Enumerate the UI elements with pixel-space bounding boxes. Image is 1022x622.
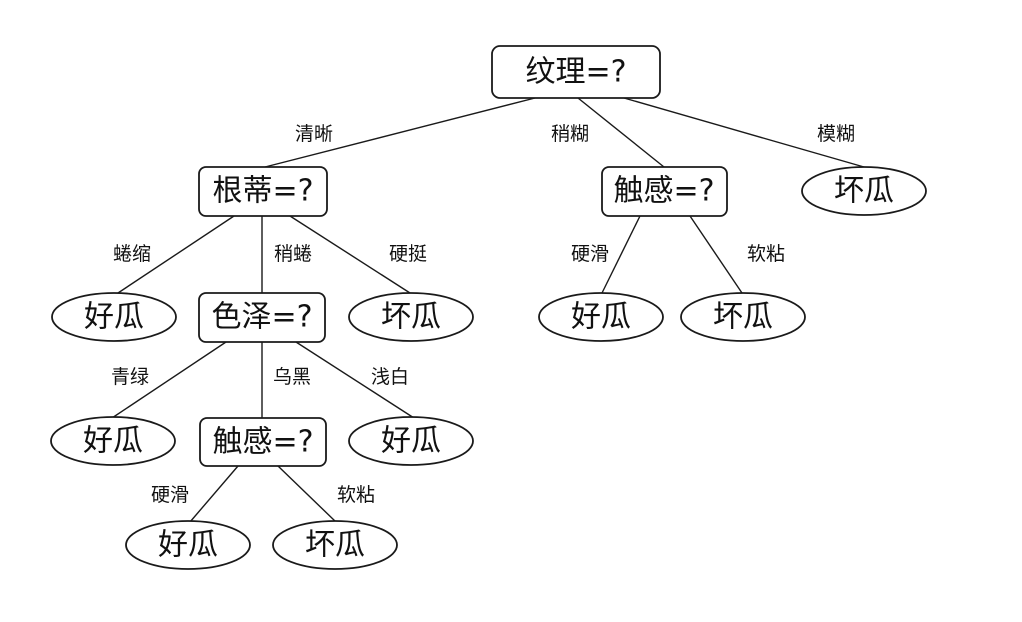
edge-sezhe-qianbai [295,341,415,419]
edge-label-ruannian-2: 软粘 [337,484,375,506]
edge-label-wuhei: 乌黑 [273,366,311,388]
leaf-ruannian-1: 坏瓜 [680,292,806,342]
edge-root-chugan [577,97,665,168]
leaf-yinghua-1-label: 好瓜 [571,300,631,335]
leaf-nodes: 坏瓜 好瓜 坏瓜 好瓜 坏瓜 好瓜 好瓜 好瓜 [50,166,927,570]
node-chugan-1: 触感=? [601,166,728,217]
node-wenli-label: 纹理=? [525,55,626,90]
leaf-yingting-label: 坏瓜 [381,300,441,335]
leaf-yinghua-2: 好瓜 [125,520,251,570]
node-sezhe: 色泽=? [198,292,326,343]
node-chugan-2: 触感=? [199,417,327,467]
leaf-yingting: 坏瓜 [348,292,474,342]
tree-edges [111,97,865,523]
edge-chugan2-ruannian [277,465,337,523]
edge-label-ruannian-1: 软粘 [747,243,785,265]
edge-root-gendi [264,97,536,168]
node-gendi: 根蒂=? [198,166,328,217]
leaf-ruannian-2-label: 坏瓜 [305,528,365,563]
leaf-mohu: 坏瓜 [801,166,927,216]
edge-label-yinghua-2: 硬滑 [151,484,189,506]
edge-root-mohu [623,97,865,168]
edge-label-qianbai: 浅白 [371,366,409,388]
leaf-quansuo: 好瓜 [51,292,177,342]
edge-chugan1-yinghua [601,215,641,294]
node-gendi-label: 根蒂=? [212,174,313,209]
edge-gendi-yingting [289,215,411,294]
leaf-mohu-label: 坏瓜 [834,174,894,209]
node-chugan-1-label: 触感=? [613,174,714,209]
edge-labels: 清晰 稍糊 模糊 蜷缩 稍蜷 硬挺 硬滑 软粘 青绿 乌黑 浅白 硬滑 软粘 [111,123,855,506]
edge-label-yingting: 硬挺 [389,243,427,265]
leaf-yinghua-1: 好瓜 [538,292,664,342]
leaf-qianbai-label: 好瓜 [381,424,441,459]
edge-label-quansuo: 蜷缩 [113,243,151,265]
leaf-yinghua-2-label: 好瓜 [158,528,218,563]
leaf-qianbai: 好瓜 [348,416,474,466]
leaf-ruannian-1-label: 坏瓜 [713,300,773,335]
edge-chugan1-ruannian [689,215,743,294]
edge-chugan2-yinghua [189,465,239,523]
leaf-qinglv: 好瓜 [50,416,176,466]
edge-label-yinghua-1: 硬滑 [571,243,609,265]
leaf-qinglv-label: 好瓜 [83,424,143,459]
node-chugan-2-label: 触感=? [212,425,313,460]
leaf-ruannian-2: 坏瓜 [272,520,398,570]
edge-label-shaoquan: 稍蜷 [274,243,312,265]
edge-label-shaohu: 稍糊 [551,123,589,145]
edge-label-mohu: 模糊 [817,123,855,145]
edge-label-qinglv: 青绿 [111,366,149,388]
leaf-quansuo-label: 好瓜 [84,300,144,335]
node-wenli: 纹理=? [491,45,661,99]
edge-label-qingxi: 清晰 [295,123,333,145]
decision-nodes: 纹理=? 根蒂=? 触感=? 色泽=? 触感=? [198,45,728,467]
edge-gendi-quansuo [117,215,235,294]
edge-sezhe-qinglv [111,341,227,419]
node-sezhe-label: 色泽=? [211,300,312,335]
